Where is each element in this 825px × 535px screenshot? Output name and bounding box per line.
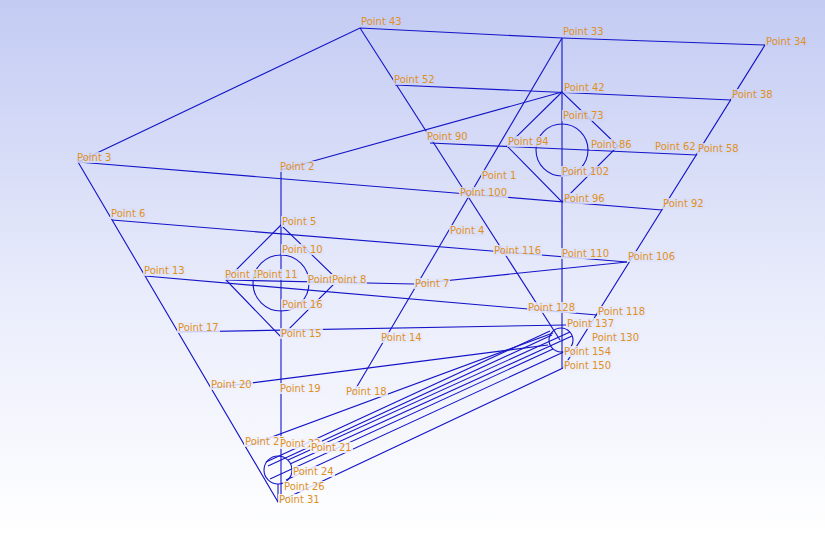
point-label: Point 58	[697, 143, 740, 154]
point-label: Point 11	[256, 269, 299, 280]
point-label: Point 2	[279, 161, 315, 172]
wire-line	[112, 220, 627, 262]
point-label: Point 5	[281, 216, 317, 227]
point-label: Point 62	[654, 141, 697, 152]
point-label: Point 110	[561, 248, 610, 259]
point-label: Point 6	[110, 208, 146, 219]
point-label: Point 31	[278, 494, 321, 505]
point-label: Point 26	[283, 481, 326, 492]
wire-line	[360, 28, 560, 340]
point-label: Point 14	[380, 332, 423, 343]
point-label: Point 86	[590, 139, 633, 150]
point-label: Point 21	[310, 442, 353, 453]
wire-line	[268, 335, 552, 466]
wire-line	[290, 336, 572, 464]
point-label: Point 8	[331, 274, 367, 285]
point-label: Point 150	[563, 360, 612, 371]
point-label: Point 102	[561, 166, 610, 177]
point-label: Point 7	[414, 278, 450, 289]
point-label: Point 3	[76, 152, 112, 163]
point-label: Point 118	[597, 306, 646, 317]
point-label: Point 33	[562, 26, 605, 37]
point-label: Point 34	[765, 36, 808, 47]
point-label: Point 154	[563, 346, 612, 357]
wire-line	[286, 350, 568, 480]
wire-line	[352, 38, 562, 395]
point-label: Point 13	[143, 265, 186, 276]
point-label: Point 52	[393, 74, 436, 85]
point-label: Point 96	[563, 193, 606, 204]
wire-line	[212, 345, 548, 388]
point-label: Point 128	[527, 302, 576, 313]
point-label: Point 43	[360, 16, 403, 27]
point-label: Point 38	[731, 89, 774, 100]
point-label: Point 130	[591, 332, 640, 343]
point-label: Point 15	[280, 328, 323, 339]
point-label: Point 94	[507, 136, 550, 147]
wire-line	[78, 28, 765, 502]
wire-line	[178, 325, 566, 332]
point-label: Point 1	[481, 170, 517, 181]
point-label: Point 42	[563, 82, 606, 93]
wire-line	[78, 162, 662, 210]
point-label: Point 10	[281, 244, 324, 255]
wire-line	[288, 332, 570, 460]
point-label: Point 137	[566, 318, 615, 329]
point-label: Point 20	[210, 379, 253, 390]
wire-line	[78, 28, 765, 502]
wire-line	[264, 456, 292, 484]
point-label: Point 106	[627, 251, 676, 262]
point-label: Point 4	[449, 225, 485, 236]
point-label: Point 24	[292, 466, 335, 477]
point-label: Point 92	[662, 198, 705, 209]
wire-line	[266, 331, 550, 462]
point-label: Point 90	[426, 131, 469, 142]
wire-line	[245, 333, 553, 447]
point-label: Point 100	[459, 187, 508, 198]
point-label: Point 16	[281, 299, 324, 310]
point-label: Point 18	[345, 386, 388, 397]
wire-line	[145, 276, 597, 315]
point-label: Point 19	[279, 383, 322, 394]
point-label: Point 116	[493, 245, 542, 256]
point-label: Point 73	[562, 110, 605, 121]
wire-line	[270, 349, 553, 479]
point-label: Point 17	[177, 322, 220, 333]
